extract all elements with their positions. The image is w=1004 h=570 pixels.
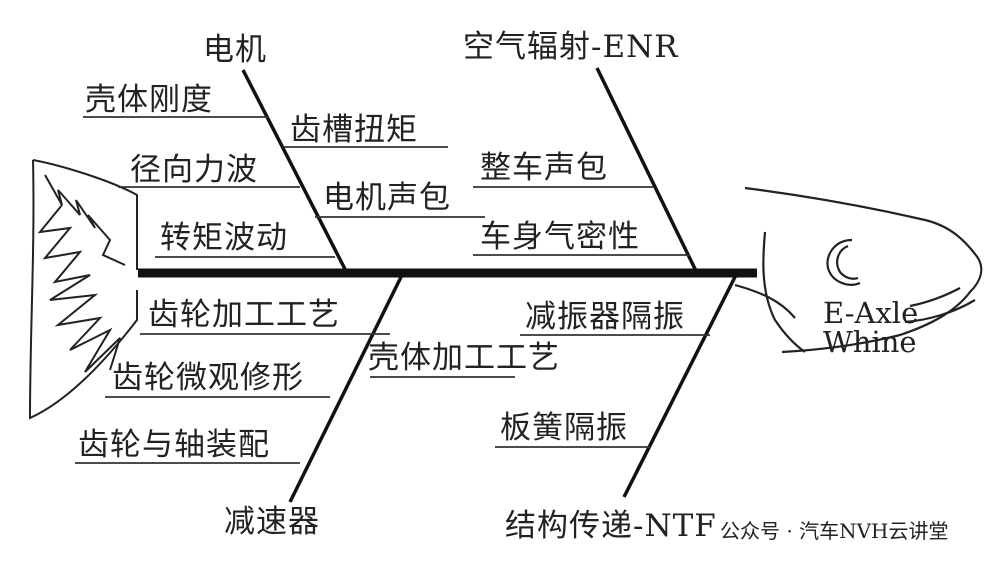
bone-structure [622,272,739,498]
cause-motor-acoustic-package: 电机声包 [323,180,451,216]
cause-torque-ripple: 转矩波动 [160,220,288,256]
motor-title: 电机 [203,32,267,68]
effect-label-line2: Whine [823,325,917,359]
structure-title: 结构传递-NTF [505,508,717,544]
cause-radial-force-wave: 径向力波 [130,152,258,188]
bone-air [595,67,699,274]
reducer-title: 减速器 [224,504,320,540]
cause-housing-machining: 壳体加工工艺 [368,340,560,376]
watermark: 公众号 · 汽车NVH云讲堂 [720,519,948,543]
air-radiation-title: 空气辐射-ENR [463,29,679,65]
cause-cogging-torque: 齿槽扭矩 [290,112,418,148]
cause-leaf-spring-isolation: 板簧隔振 [500,410,628,446]
cause-damper-isolation: 减振器隔振 [525,299,685,335]
effect-label-line1: E-Axle [823,296,918,330]
cause-gear-micro-modification: 齿轮微观修形 [112,360,304,396]
cause-housing-stiffness: 壳体刚度 [85,82,213,118]
cause-underlines [75,116,710,464]
cause-vehicle-acoustic-package: 整车声包 [480,150,608,186]
bone-reducer [288,272,405,503]
fish-tail [28,159,138,420]
cause-gear-machining: 齿轮加工工艺 [148,297,340,333]
main-bones [241,67,739,503]
cause-body-airtightness: 车身气密性 [480,219,640,255]
cause-gear-shaft-assembly: 齿轮与轴装配 [78,427,270,463]
bone-motor [241,69,349,274]
fish-head [734,186,983,354]
